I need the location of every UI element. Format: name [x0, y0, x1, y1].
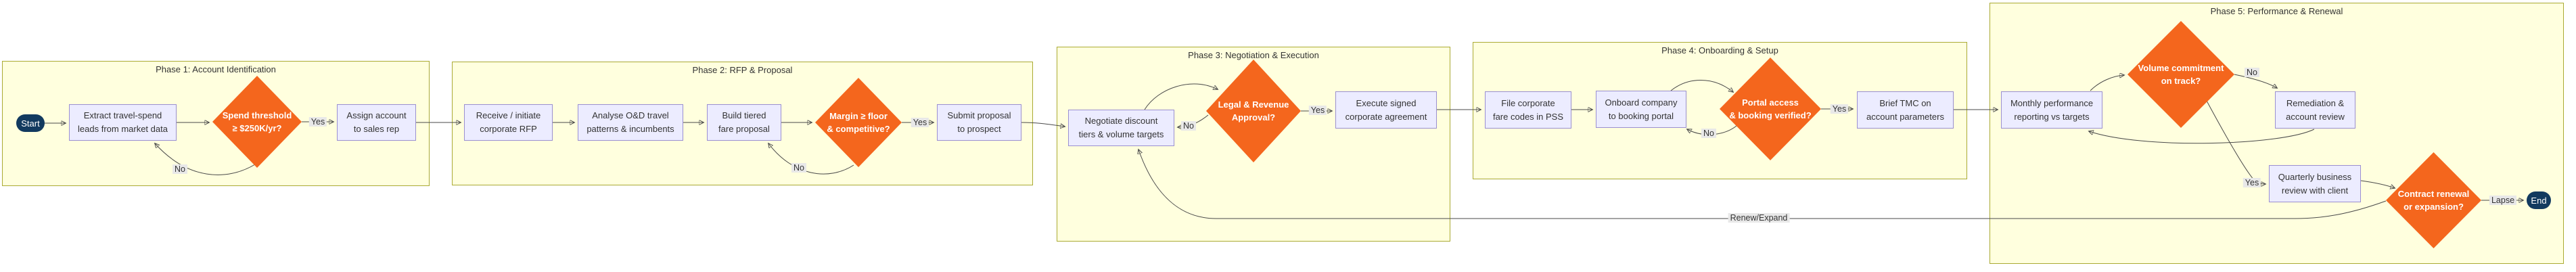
- node-monthly-reporting: Monthly performance reporting vs targets: [2001, 91, 2102, 129]
- edge-quarterly-contractrenewal: [2360, 180, 2395, 188]
- decision-margin-floor: Margin ≥ floor & competitive?: [815, 78, 902, 167]
- edge-label-no-1: No: [172, 164, 187, 174]
- decision-spend-threshold: Spend threshold ≥ $250K/yr?: [212, 76, 302, 168]
- edge-label-no-3: No: [1181, 121, 1196, 131]
- edge-label-no-4: No: [1701, 129, 1716, 138]
- decision-contract-renewal: Contract renewal or expansion?: [2386, 152, 2481, 248]
- node-extract-leads: Extract travel-spend leads from market d…: [69, 104, 177, 141]
- phase-5-container: Phase 5: Performance & Renewal: [1990, 3, 2564, 264]
- phase-2-title: Phase 2: RFP & Proposal: [692, 65, 793, 75]
- decision-portal-verified: Portal access & booking verified?: [1720, 58, 1821, 160]
- node-remediation: Remediation & account review: [2275, 91, 2355, 129]
- edge-marginfloor-build-no: [768, 143, 854, 175]
- node-assign-account: Assign account to sales rep: [337, 104, 416, 141]
- edge-label-no-5: No: [2245, 68, 2259, 77]
- decision-volume-on-track: Volume commitment on track?: [2128, 21, 2234, 128]
- node-analyse-patterns: Analyse O&D travel patterns & incumbents: [578, 104, 683, 141]
- edge-submit-negotiate: [1021, 122, 1065, 127]
- phase-4-title: Phase 4: Onboarding & Setup: [1661, 45, 1778, 55]
- edge-remediation-monthly: [2089, 129, 2315, 144]
- node-execute-agreement: Execute signed corporate agreement: [1335, 91, 1437, 129]
- node-file-codes: File corporate fare codes in PSS: [1485, 91, 1571, 129]
- edge-onboard-portalverified: [1670, 80, 1733, 93]
- phase-3-title: Phase 3: Negotiation & Execution: [1188, 50, 1319, 60]
- edge-label-yes-5: Yes: [2242, 178, 2261, 187]
- edge-label-yes-1: Yes: [308, 117, 327, 127]
- edge-spendthreshold-extract-no: [155, 143, 256, 175]
- node-brief-tmc: Brief TMC on account parameters: [1857, 91, 1954, 129]
- edge-label-no-2: No: [791, 163, 806, 173]
- edge-contractrenewal-negotiate-renew: [1138, 150, 2387, 219]
- edge-volumeontrack-quarterly-yes: [2206, 100, 2266, 184]
- node-onboard-portal: Onboard company to booking portal: [1596, 91, 1686, 128]
- edge-negotiate-legal: [1144, 83, 1218, 110]
- node-receive-rfp: Receive / initiate corporate RFP: [464, 104, 553, 141]
- edge-label-yes-2: Yes: [911, 118, 929, 127]
- decision-legal-approval: Legal & Revenue Approval?: [1206, 60, 1301, 162]
- edge-monthly-volumeontrack: [2090, 75, 2124, 91]
- phase-5-title: Phase 5: Performance & Renewal: [2210, 6, 2343, 16]
- edge-label-lapse: Lapse: [2489, 196, 2517, 205]
- node-quarterly-review: Quarterly business review with client: [2269, 165, 2361, 202]
- node-negotiate: Negotiate discount tiers & volume target…: [1068, 110, 1174, 146]
- phase-1-title: Phase 1: Account Identification: [156, 64, 276, 74]
- node-submit-proposal: Submit proposal to prospect: [937, 104, 1021, 141]
- edge-label-yes-4: Yes: [1830, 104, 1849, 114]
- edge-label-renew-expand: Renew/Expand: [1728, 213, 1790, 223]
- end-node: End: [2527, 191, 2551, 209]
- edge-volumeontrack-remediation-no: [2234, 74, 2277, 88]
- node-build-proposal: Build tiered fare proposal: [707, 104, 781, 141]
- edge-label-yes-3: Yes: [1308, 106, 1327, 115]
- start-node: Start: [16, 114, 45, 132]
